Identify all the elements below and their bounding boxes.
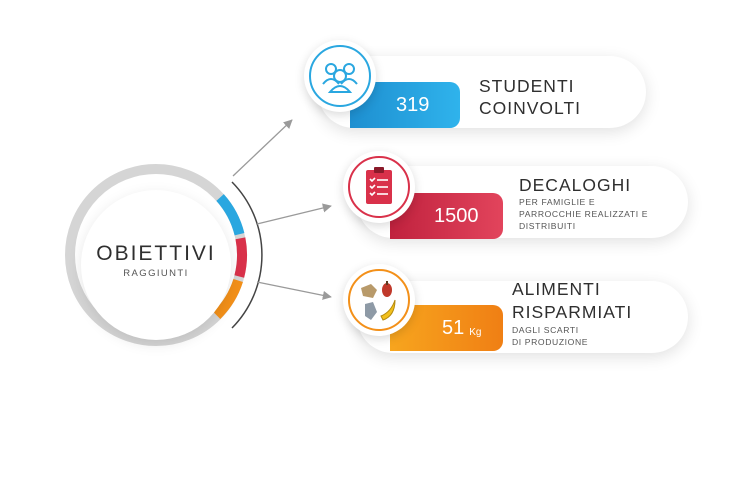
icon-circle-decaloghi	[343, 151, 415, 223]
center-hub: OBIETTIVI RAGGIUNTI	[81, 190, 231, 340]
icon-circle-studenti	[304, 40, 376, 112]
icon-circle-alimenti	[343, 264, 415, 336]
desc-decaloghi-line1: PER FAMIGLIE E	[519, 197, 596, 207]
ring-segment-orange	[213, 278, 243, 319]
desc-decaloghi-line3: DISTRIBUITI	[519, 221, 576, 231]
ring-segment-blue	[216, 194, 245, 236]
value-studenti: 319	[396, 93, 430, 116]
hub-title: OBIETTIVI	[96, 242, 216, 265]
icon-ring-alimenti	[348, 269, 410, 331]
title-alimenti-line2: RISPARMIATI	[512, 302, 633, 322]
title-studenti-line2: COINVOLTI	[479, 98, 582, 118]
arrow-to-decaloghi	[256, 203, 332, 225]
clipboard-checklist-icon	[343, 151, 415, 223]
value-decaloghi: 1500	[434, 204, 479, 227]
title-decaloghi: DECALOGHI	[519, 175, 632, 195]
ring-segment-red	[234, 237, 248, 278]
icon-ring-studenti	[309, 45, 371, 107]
thin-dark-arc	[231, 181, 263, 329]
hub-subtitle: RAGGIUNTI	[123, 268, 189, 279]
title-alimenti-line1: ALIMENTI	[512, 279, 601, 299]
arrow-to-studenti	[232, 119, 293, 177]
people-group-icon	[304, 40, 376, 112]
desc-alimenti-line1: DAGLI SCARTI	[512, 325, 579, 335]
desc-alimenti-line2: DI PRODUZIONE	[512, 337, 589, 347]
title-studenti-line1: STUDENTI	[479, 76, 575, 96]
food-scraps-icon	[343, 264, 415, 336]
value-alimenti: 51	[442, 316, 465, 339]
arrow-to-alimenti	[256, 281, 332, 300]
desc-decaloghi-line2: PARROCCHIE REALIZZATI E	[519, 209, 649, 219]
unit-alimenti: Kg	[469, 326, 482, 338]
icon-ring-decaloghi	[348, 156, 410, 218]
